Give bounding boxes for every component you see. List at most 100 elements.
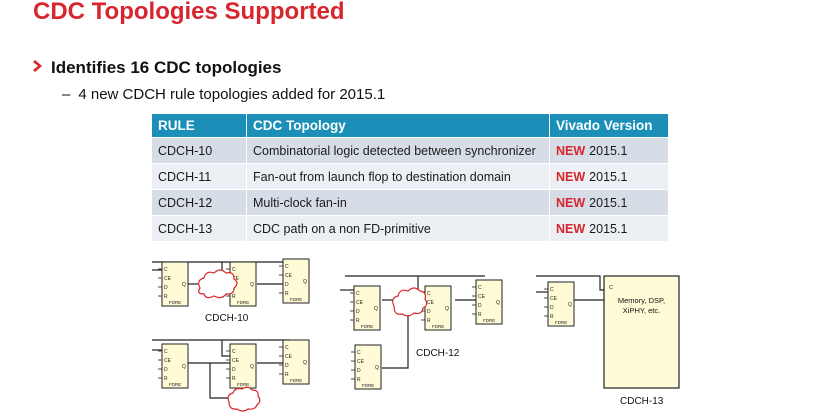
slide-title: CDC Topologies Supported xyxy=(33,0,345,25)
svg-text:CE: CE xyxy=(550,296,558,302)
svg-text:CE: CE xyxy=(285,273,293,279)
svg-text:C: C xyxy=(164,349,168,355)
cell-topology: Multi-clock fan-in xyxy=(246,189,550,216)
svg-text:CE: CE xyxy=(285,354,293,360)
cell-rule: CDCH-10 xyxy=(152,137,247,164)
svg-text:Q: Q xyxy=(496,300,500,306)
sub-bullet-text: 4 new CDCH rule topologies added for 201… xyxy=(78,86,386,103)
svg-text:R: R xyxy=(427,318,431,324)
svg-text:C: C xyxy=(164,267,168,273)
bullet-text: Identifies 16 CDC topologies xyxy=(51,58,282,77)
version-text: 2015.1 xyxy=(589,195,628,210)
header-version: Vivado Version xyxy=(549,114,669,138)
svg-text:FDRE: FDRE xyxy=(362,383,374,388)
new-badge: NEW xyxy=(556,221,586,236)
svg-text:CE: CE xyxy=(232,358,240,364)
cell-rule: CDCH-11 xyxy=(152,163,247,190)
cell-topology: Fan-out from launch flop to destination … xyxy=(246,163,550,190)
version-text: 2015.1 xyxy=(589,169,628,184)
svg-text:CE: CE xyxy=(232,276,240,282)
svg-text:R: R xyxy=(164,294,168,300)
svg-text:R: R xyxy=(478,312,482,318)
svg-text:C: C xyxy=(356,291,360,297)
svg-text:CE: CE xyxy=(164,358,172,364)
svg-text:R: R xyxy=(356,318,360,324)
block-description: Memory, DSP, XiPHY, etc. xyxy=(617,296,666,315)
svg-text:CE: CE xyxy=(427,300,435,306)
svg-text:C: C xyxy=(285,264,289,270)
svg-text:Q: Q xyxy=(374,306,378,312)
new-badge: NEW xyxy=(556,169,586,184)
svg-text:C: C xyxy=(478,285,482,291)
svg-text:FDRE: FDRE xyxy=(169,382,181,387)
svg-text:D: D xyxy=(285,363,289,369)
svg-text:CE: CE xyxy=(164,276,172,282)
topology-table: RULE CDC Topology Vivado Version CDCH-10… xyxy=(152,114,669,241)
combinational-cloud xyxy=(227,386,261,412)
svg-text:Q: Q xyxy=(250,364,254,370)
svg-text:Q: Q xyxy=(250,282,254,288)
dash-marker: – xyxy=(62,86,71,103)
combinational-cloud xyxy=(392,287,428,317)
memory-dsp-block xyxy=(603,275,680,389)
combinational-cloud xyxy=(198,269,238,299)
svg-text:R: R xyxy=(232,294,236,300)
cell-rule: CDCH-13 xyxy=(152,215,247,241)
cell-topology: Combinatorial logic detected between syn… xyxy=(246,137,550,164)
table-row: CDCH-11 Fan-out from launch flop to dest… xyxy=(152,163,669,190)
svg-text:CE: CE xyxy=(478,294,486,300)
table-row: CDCH-10 Combinatorial logic detected bet… xyxy=(152,137,669,164)
svg-text:D: D xyxy=(164,285,168,291)
block-pin-c: C xyxy=(609,285,613,291)
diagram-label-cdch10: CDCH-10 xyxy=(205,313,249,324)
diagram-label-cdch12: CDCH-12 xyxy=(416,348,460,359)
chevron-right-icon xyxy=(33,58,47,78)
svg-text:Q: Q xyxy=(445,306,449,312)
svg-text:FDRE: FDRE xyxy=(290,378,302,383)
svg-text:R: R xyxy=(164,376,168,382)
svg-text:Q: Q xyxy=(182,364,186,370)
diagram-label-cdch13: CDCH-13 xyxy=(620,396,664,407)
svg-text:Q: Q xyxy=(303,279,307,285)
svg-text:D: D xyxy=(550,305,554,311)
svg-text:FDRE: FDRE xyxy=(237,382,249,387)
svg-text:D: D xyxy=(232,367,236,373)
bullet-item: Identifies 16 CDC topologies xyxy=(33,58,281,78)
svg-text:Q: Q xyxy=(568,302,572,308)
svg-text:R: R xyxy=(550,314,554,320)
cell-topology: CDC path on a non FD-primitive xyxy=(246,215,550,241)
version-text: 2015.1 xyxy=(589,143,628,158)
svg-text:R: R xyxy=(357,377,361,383)
svg-text:Q: Q xyxy=(303,360,307,366)
svg-text:CE: CE xyxy=(356,300,364,306)
svg-text:C: C xyxy=(232,349,236,355)
new-badge: NEW xyxy=(556,143,586,158)
svg-text:Q: Q xyxy=(375,365,379,371)
table-header-row: RULE CDC Topology Vivado Version xyxy=(152,114,669,138)
header-rule: RULE xyxy=(152,114,247,138)
svg-text:C: C xyxy=(550,287,554,293)
svg-text:R: R xyxy=(285,291,289,297)
svg-text:FDRE: FDRE xyxy=(483,318,495,323)
svg-text:D: D xyxy=(164,367,168,373)
cell-rule: CDCH-12 xyxy=(152,189,247,216)
sub-bullet: –4 new CDCH rule topologies added for 20… xyxy=(62,86,385,103)
svg-text:D: D xyxy=(285,282,289,288)
svg-text:FDRE: FDRE xyxy=(237,300,249,305)
svg-text:D: D xyxy=(356,309,360,315)
svg-text:D: D xyxy=(357,368,361,374)
